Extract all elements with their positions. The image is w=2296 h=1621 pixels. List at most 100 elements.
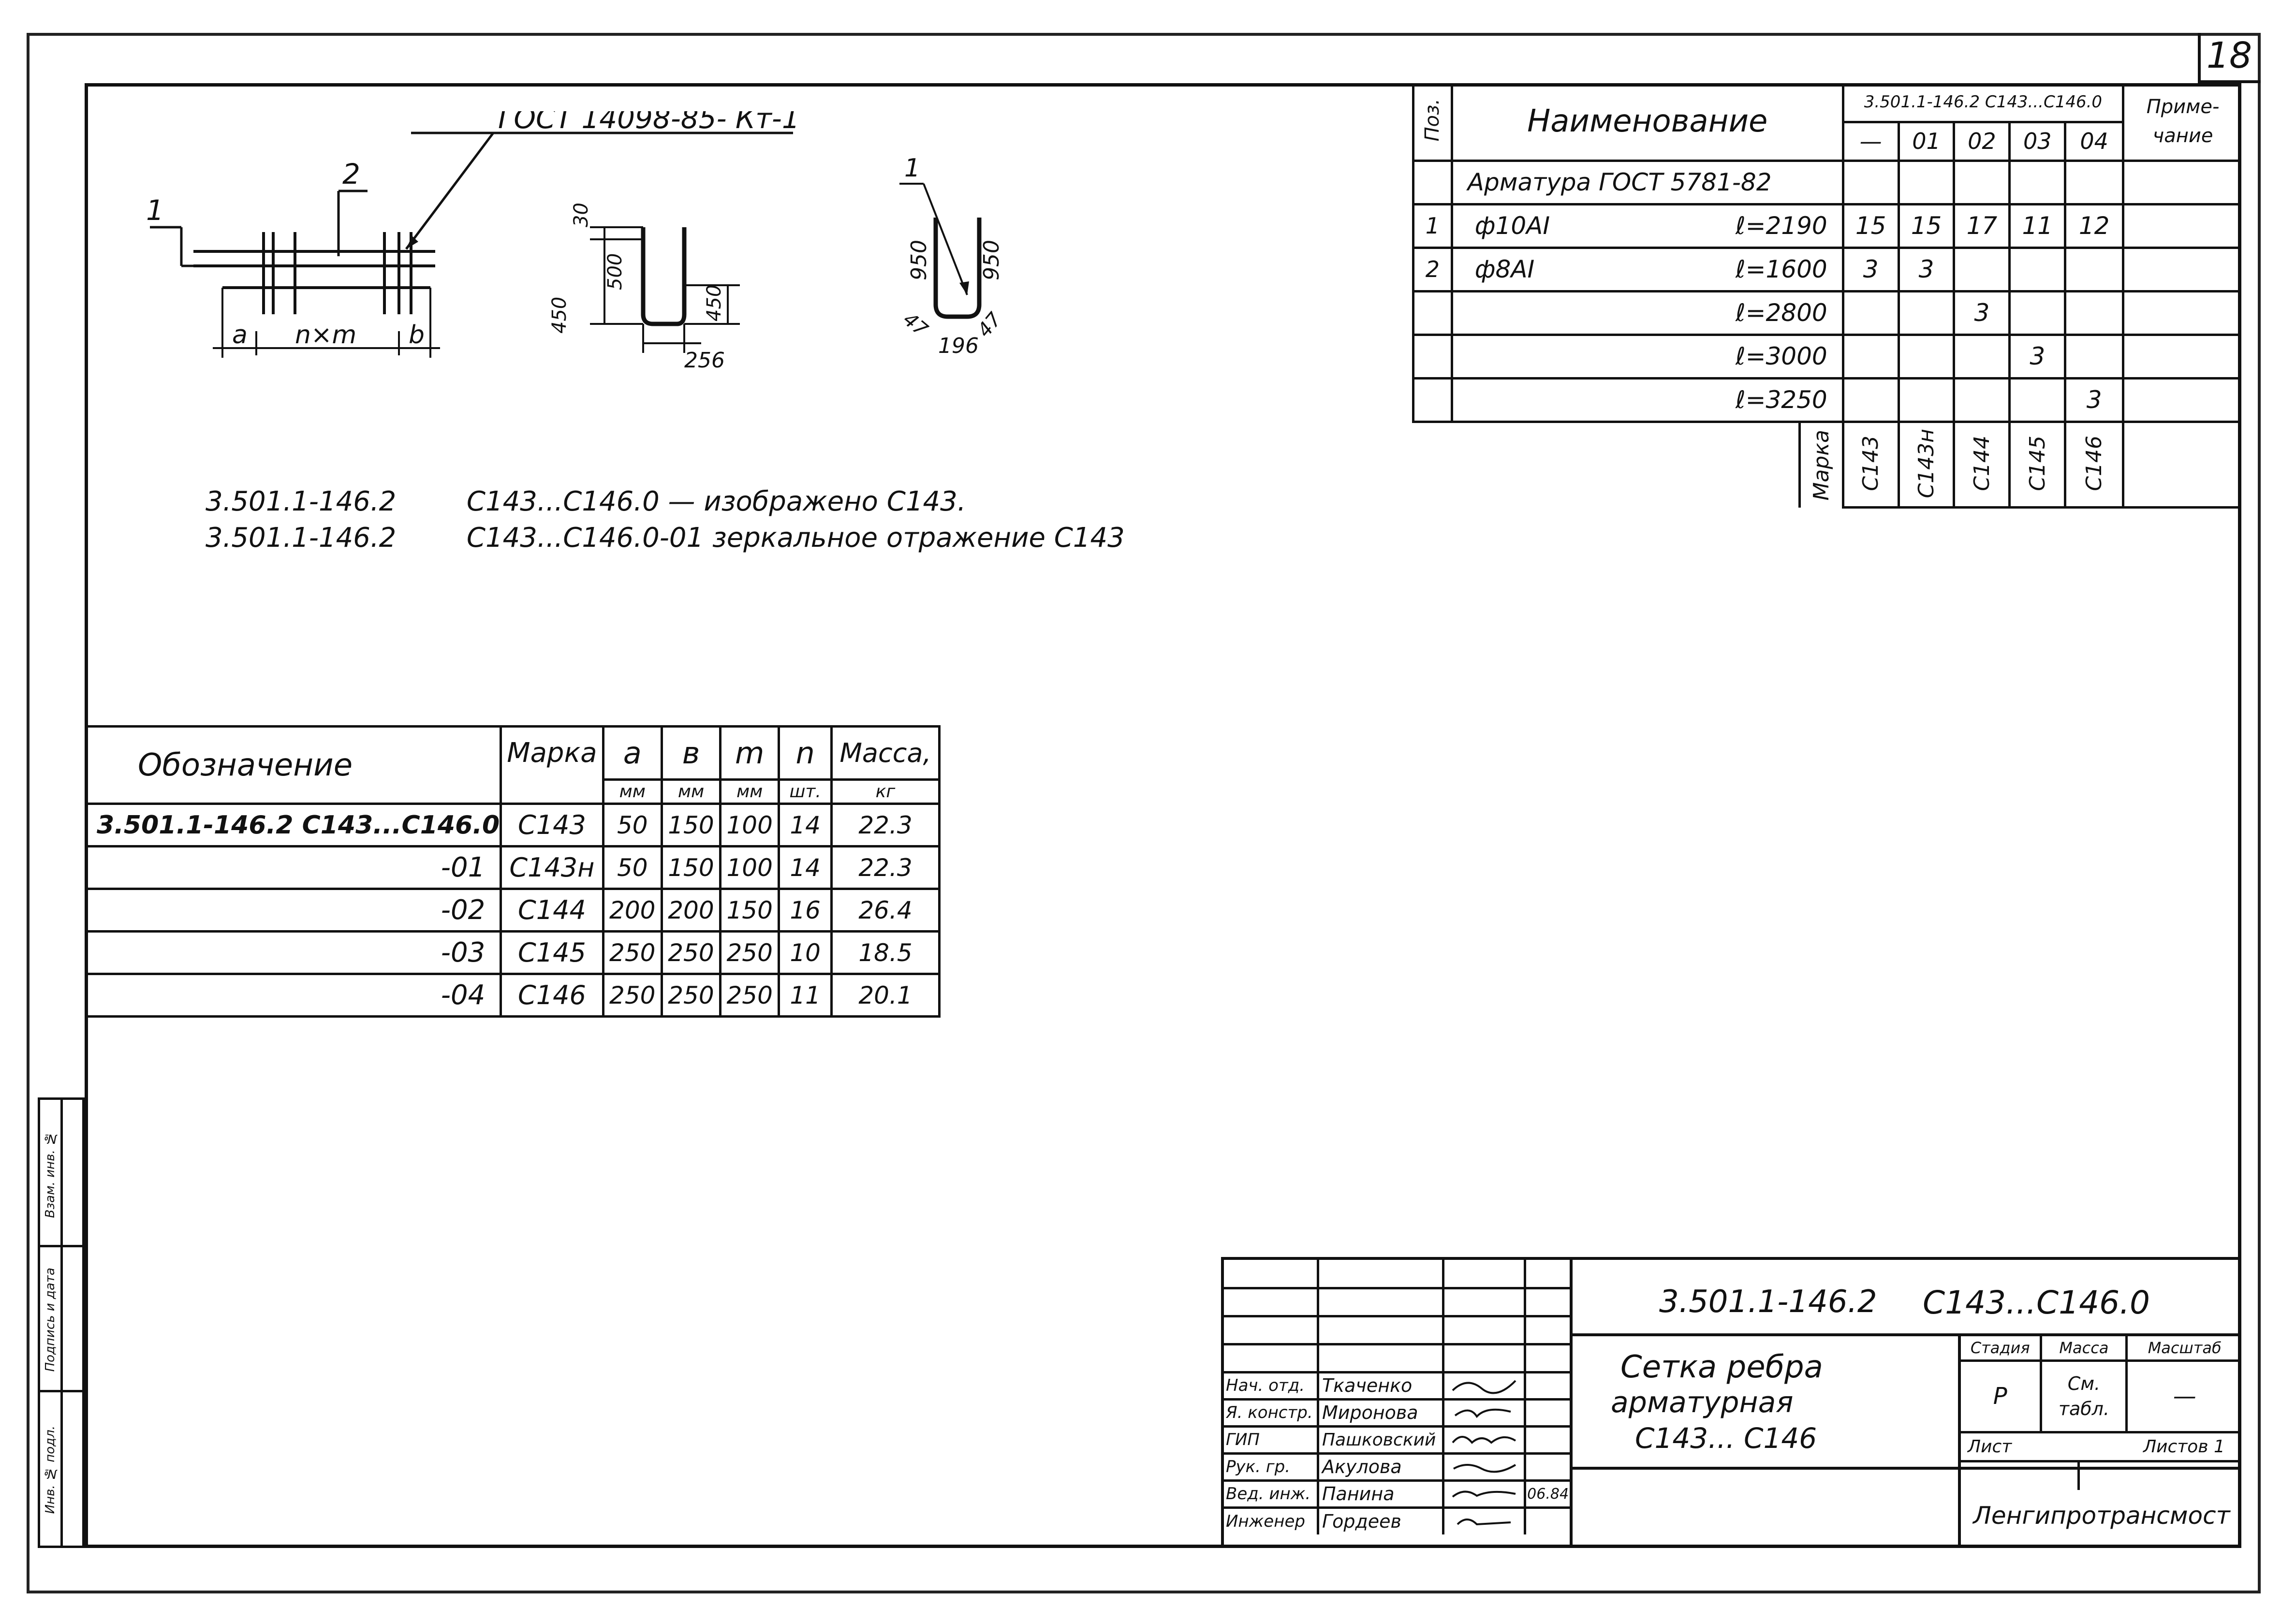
title-block: Нач. отд. Ткаченко Я. констр. Миронова Г… <box>1221 1257 2241 1548</box>
u-bar-pos1-label: 1 <box>904 155 920 183</box>
staff-date <box>1524 1452 1572 1482</box>
dim-450b: 450 <box>703 285 725 321</box>
dim-b: b <box>409 321 425 350</box>
mass-label: Масса <box>2040 1336 2128 1362</box>
staff-row: Я. констр. Миронова <box>1224 1398 1572 1428</box>
spec-row-name: ф8АI <box>1450 246 1626 292</box>
title-line-1: Сетка ребра <box>1620 1349 1823 1385</box>
u-bar-drawing: 1 950 950 47 47 196 <box>899 155 1006 358</box>
dim-47a: 47 <box>899 308 932 341</box>
spec-row-qty: 3 <box>1953 290 2011 336</box>
params-row-n: 11 <box>778 973 833 1018</box>
spec-row-pos: 1 <box>1412 203 1453 249</box>
outer-frame <box>27 33 2261 1593</box>
spec-row: ℓ=3000 3 <box>1412 333 2241 380</box>
params-row-n: 10 <box>778 930 833 975</box>
spec-row-qty: 15 <box>1841 203 1900 249</box>
spec-col-base: — <box>1841 120 1900 162</box>
params-row-a: 50 <box>602 803 663 847</box>
params-row-designation: -04 <box>85 973 502 1018</box>
params-row-b: 250 <box>660 930 722 975</box>
params-row-m: 100 <box>719 845 780 890</box>
spec-section-title: Арматура ГОСТ 5781-82 <box>1450 159 1844 205</box>
params-row-mass: 26.4 <box>830 888 941 933</box>
spec-marks-row: Марка С143 С143н С144 С145 С146 <box>1413 420 2241 509</box>
spec-row: ℓ=3250 3 <box>1412 377 2241 423</box>
spec-row-qty <box>1897 377 1956 423</box>
spec-row-qty <box>2064 333 2125 380</box>
spec-row-name <box>1450 333 1626 380</box>
title-stage-grid: Стадия Масса Масштаб Р См. табл. — Лист … <box>1957 1336 2241 1462</box>
spec-row: 2 ф8АI ℓ=1600 3 3 <box>1412 246 2241 292</box>
params-row: -03 С145 250 250 250 10 18.5 <box>85 930 941 975</box>
title-line-3: С143... С146 <box>1635 1422 1817 1455</box>
params-row-b: 200 <box>660 888 722 933</box>
spec-row-qty: 3 <box>1841 246 1900 292</box>
title-staff-grid: Нач. отд. Ткаченко Я. констр. Миронова Г… <box>1224 1260 1572 1534</box>
side-stamp-replace: Взам. инв. № <box>43 1131 58 1218</box>
spec-row-qty <box>2064 246 2125 292</box>
params-unit-mass: кг <box>830 778 941 805</box>
params-header-n: n <box>778 725 833 781</box>
spec-row-qty <box>2064 290 2125 336</box>
spec-row-qty: 15 <box>1897 203 1956 249</box>
scale-value: — <box>2125 1359 2241 1433</box>
spec-col-02: 02 <box>1953 120 2011 162</box>
side-stamp-inv: Инв. № подл. <box>43 1425 58 1514</box>
spec-header-pos: Поз. <box>1412 83 1453 162</box>
spec-row-length: ℓ=2190 <box>1625 203 1844 249</box>
staff-name: Гордеев <box>1316 1506 1445 1534</box>
dim-a: а <box>232 321 248 350</box>
staff-date <box>1524 1398 1572 1428</box>
params-row-mark: С143 <box>500 803 604 847</box>
title-line-2: арматурная <box>1611 1386 1794 1419</box>
note-line-2: 3.501.1-146.2 С143...С146.0-01 зеркально… <box>206 522 1125 554</box>
spec-mark: С145 <box>2008 420 2067 509</box>
spec-row-qty <box>1841 333 1900 380</box>
title-doc-marks: С143...С146.0 <box>1923 1284 2150 1321</box>
spec-row-qty: 3 <box>2008 333 2067 380</box>
dim-30: 30 <box>570 203 592 227</box>
gost-note: ГОСТ 14098-85- Кт-1 <box>498 111 800 135</box>
params-row-mark: С143н <box>500 845 604 890</box>
scale-label: Масштаб <box>2125 1336 2241 1362</box>
sheets-label: Листов 1 <box>2126 1431 2241 1462</box>
side-stamp: Инв. № подл. Подпись и дата Взам. инв. № <box>38 1097 85 1548</box>
spec-row-length: ℓ=3000 <box>1625 333 1844 380</box>
params-row: -02 С144 200 200 150 16 26.4 <box>85 888 941 933</box>
dim-950b: 950 <box>979 240 1004 280</box>
staff-date <box>1524 1506 1572 1534</box>
params-row-designation: -02 <box>85 888 502 933</box>
spec-row-qty <box>1953 333 2011 380</box>
spec-row-qty: 3 <box>1897 246 1956 292</box>
sheet-number-box <box>2198 33 2261 83</box>
drawing-pos1-label: 1 <box>146 194 164 227</box>
staff-role: ГИП <box>1224 1425 1319 1455</box>
spec-row-qty <box>1897 290 1956 336</box>
staff-signature <box>1442 1371 1527 1401</box>
spec-row-qty <box>1841 377 1900 423</box>
organization-name: Ленгипротрансмост <box>1973 1502 2230 1530</box>
note-2-text: С143...С146.0-01 зеркальное отражение С1… <box>466 522 1125 554</box>
staff-date <box>1524 1425 1572 1455</box>
staff-name: Пашковский <box>1316 1425 1445 1455</box>
spec-row-qty: 17 <box>1953 203 2011 249</box>
staff-name: Миронова <box>1316 1398 1445 1428</box>
spec-header-name: Наименование <box>1450 83 1844 162</box>
staff-row: Вед. инж. Панина 06.84 <box>1224 1479 1572 1509</box>
params-row: -04 С146 250 250 250 11 20.1 <box>85 973 941 1018</box>
spec-row: 1 ф10АI ℓ=2190 15 15 17 11 12 <box>1412 203 2241 249</box>
params-row: -01 С143н 50 150 100 14 22.3 <box>85 845 941 890</box>
params-header-designation: Обозначение <box>85 725 502 805</box>
params-row-m: 250 <box>719 973 780 1018</box>
dim-256: 256 <box>684 348 725 373</box>
params-row-m: 100 <box>719 803 780 847</box>
dim-nxm: n×m <box>295 321 356 350</box>
params-unit-a: мм <box>602 778 663 805</box>
spec-header-doc: 3.501.1-146.2 С143...С146.0 <box>1841 83 2125 123</box>
staff-role: Вед. инж. <box>1224 1479 1319 1509</box>
note-line-1: 3.501.1-146.2 С143...С146.0 — изображено… <box>206 486 966 517</box>
staff-row: ГИП Пашковский <box>1224 1425 1572 1455</box>
params-row-designation: -01 <box>85 845 502 890</box>
stage-label: Стадия <box>1957 1336 2043 1362</box>
